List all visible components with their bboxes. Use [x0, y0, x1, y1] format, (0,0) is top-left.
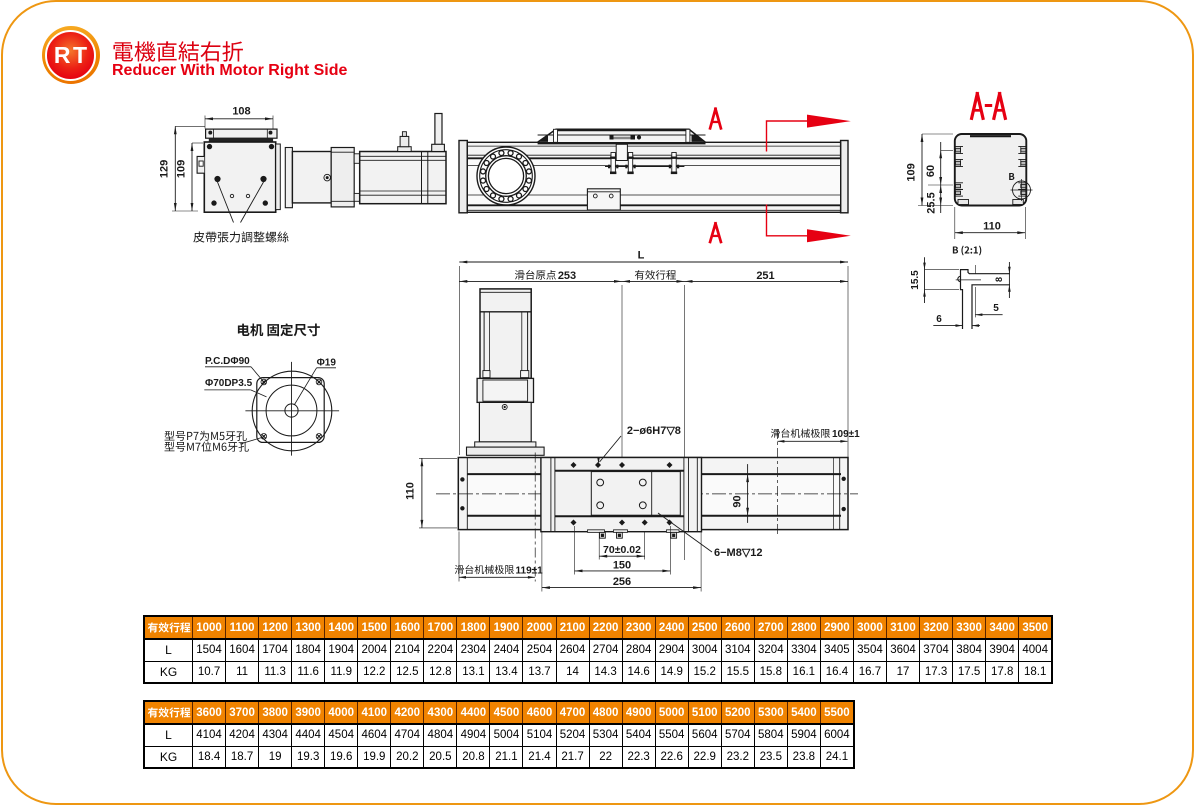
svg-text:251: 251 — [756, 270, 774, 282]
svg-text:109: 109 — [906, 163, 918, 181]
svg-text:110: 110 — [405, 482, 417, 500]
svg-text:L: L — [638, 250, 645, 262]
svg-text:256: 256 — [613, 576, 631, 588]
svg-text:15.5: 15.5 — [910, 270, 921, 290]
svg-text:90: 90 — [732, 495, 744, 507]
svg-text:6: 6 — [936, 314, 942, 325]
svg-text:109±1: 109±1 — [832, 429, 860, 440]
svg-text:109: 109 — [176, 160, 188, 178]
svg-text:60: 60 — [925, 165, 937, 177]
svg-text:Φ19: Φ19 — [317, 358, 337, 369]
svg-text:P.C.DΦ90: P.C.DΦ90 — [205, 356, 250, 367]
svg-text:108: 108 — [232, 106, 250, 118]
svg-text:2−ø6H7▽8: 2−ø6H7▽8 — [627, 425, 681, 437]
svg-text:129: 129 — [159, 160, 171, 178]
svg-text:150: 150 — [613, 559, 631, 571]
svg-text:5: 5 — [993, 303, 999, 314]
svg-text:Φ70DP3.5: Φ70DP3.5 — [205, 378, 253, 389]
svg-text:6−M8▽12: 6−M8▽12 — [714, 547, 763, 559]
svg-text:8: 8 — [994, 277, 1004, 282]
svg-text:110: 110 — [983, 221, 1001, 233]
svg-text:25.5: 25.5 — [926, 192, 938, 213]
svg-text:253: 253 — [558, 270, 576, 282]
svg-text:70±0.02: 70±0.02 — [603, 544, 641, 556]
svg-text:119±1: 119±1 — [516, 565, 544, 576]
